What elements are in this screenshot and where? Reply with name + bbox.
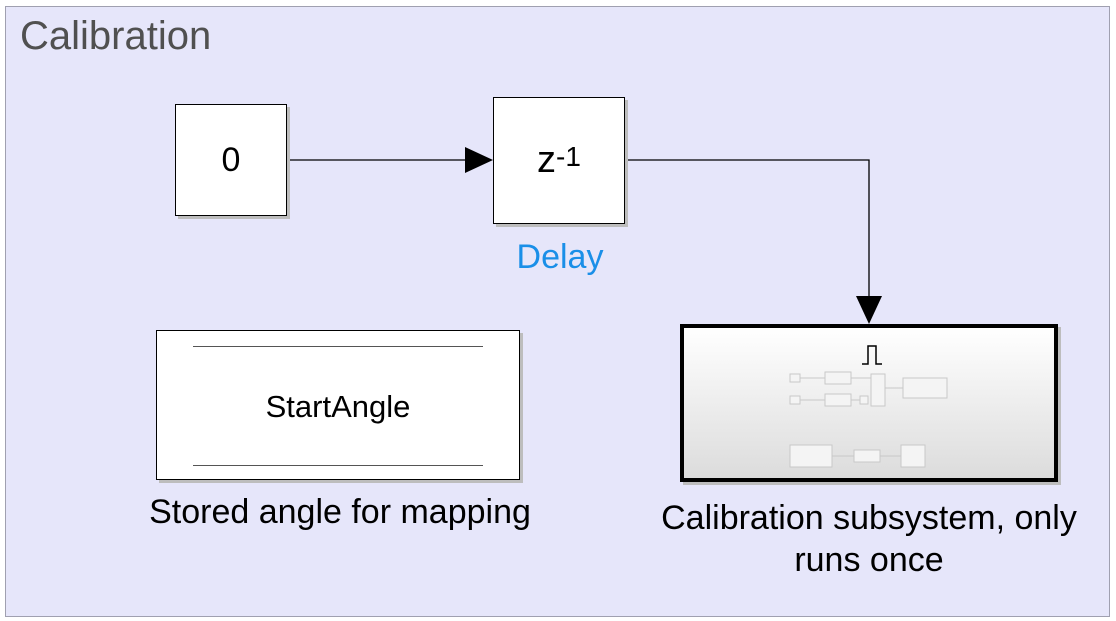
delay-exponent: -1 xyxy=(556,140,581,172)
subsystem-caption: Calibration subsystem, only runs once xyxy=(661,499,1077,579)
arrowhead-delay-input xyxy=(465,147,493,173)
constant-block[interactable]: 0 xyxy=(175,104,287,216)
data-store-block[interactable]: StartAngle xyxy=(156,330,520,480)
delay-block[interactable]: z-1 xyxy=(493,97,625,224)
constant-value: 0 xyxy=(221,140,241,179)
delay-block-label[interactable]: Delay xyxy=(516,238,604,276)
delay-base: z xyxy=(537,139,557,181)
data-store-bottom-line xyxy=(193,465,483,466)
data-store-caption: Stored angle for mapping xyxy=(149,493,531,531)
data-store-name: StartAngle xyxy=(265,389,411,424)
area-title: Calibration xyxy=(20,14,212,58)
arrowhead-subsystem-trigger xyxy=(856,296,882,324)
signal-line-delay-to-subsystem[interactable] xyxy=(625,159,870,296)
data-store-top-line xyxy=(193,346,483,347)
subsystem-preview xyxy=(789,371,948,468)
calibration-subsystem-block[interactable] xyxy=(680,324,1058,482)
subsystem-thumbnail xyxy=(789,345,948,468)
triggered-pulse-icon xyxy=(862,345,882,365)
